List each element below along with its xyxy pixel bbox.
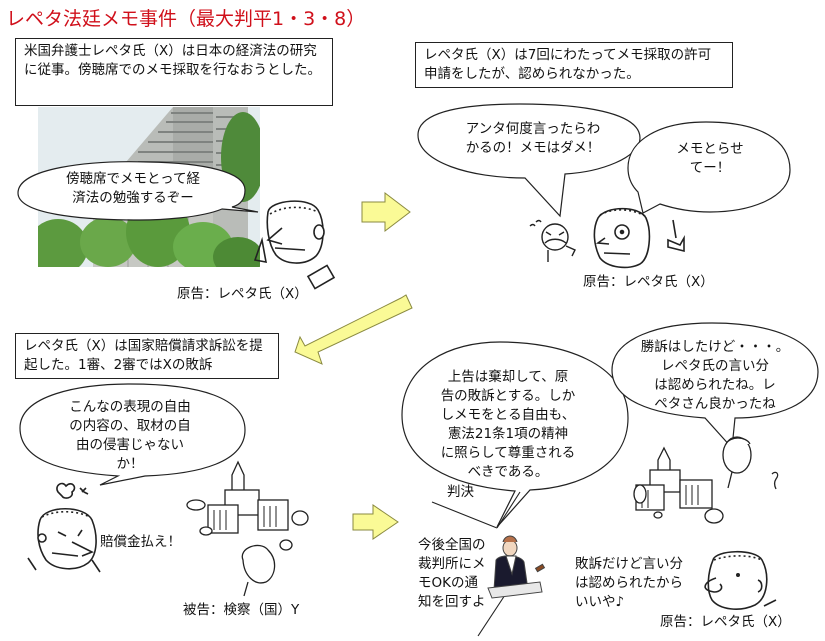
bubble-text-clerk: アンタ何度言ったらわ かるの！メモはダメ！ bbox=[465, 121, 601, 156]
bubble-text-plaintiff: メモとらせ てー！ bbox=[676, 141, 744, 176]
speech-bubble-judgment bbox=[401, 341, 629, 528]
speech-bubble-onlooker bbox=[611, 322, 819, 450]
arrow-right-bottom bbox=[352, 504, 399, 540]
plaintiff-face-p4 bbox=[704, 550, 777, 610]
judgment-label: 判決 bbox=[447, 484, 474, 500]
panel1-narration: 米国弁護士レペタ氏（X）は日本の経済法の研究に従事。傍聴席でのメモ採取を行なおう… bbox=[15, 38, 333, 106]
shout-text-p3: 賠償金払え！ bbox=[100, 534, 181, 550]
arrow-down-left bbox=[294, 294, 413, 365]
speech-bubble-p1 bbox=[17, 161, 259, 221]
plaintiff-text-p4: 敗訴だけど言い分 は認められたから いいや♪ bbox=[575, 556, 683, 610]
speech-bubble-p3 bbox=[19, 383, 246, 486]
arrow-right-top bbox=[361, 191, 411, 233]
bubble-text-p3: こんなの表現の自由 の内容の、取材の自 由の侵害じゃない か！ bbox=[69, 399, 191, 472]
clerk-face bbox=[529, 219, 576, 262]
bubble-text-judgment: 上告は棄却して、原 告の敗訴とする。しか しメモをとる自由も、 憲法21条1項の… bbox=[440, 369, 576, 480]
plaintiff-face-p3 bbox=[27, 482, 101, 573]
diet-building-p3 bbox=[186, 460, 309, 597]
plaintiff-face-p1 bbox=[253, 200, 336, 290]
judge-note: 今後全国の 裁判所にメ モOKの通 知を回すよ bbox=[418, 537, 486, 610]
bubble-text-onlooker: 勝訴はしたけど・・・。 レペタ氏の言い分 は認められたね。レ ペタさん良かったね bbox=[640, 339, 790, 412]
speech-bubble-clerk bbox=[417, 103, 641, 218]
caption-plaintiff-p4: 原告：レペタ氏（X） bbox=[660, 614, 791, 630]
plaintiff-face-p2 bbox=[593, 207, 685, 269]
panel3-narration: レペタ氏（X）は国家賠償請求訴訟を提起した。1審、2審ではXの敗訴 bbox=[15, 333, 279, 379]
panel2-narration: レペタ氏（X）は7回にわたってメモ採取の許可申請をしたが、認められなかった。 bbox=[415, 42, 733, 88]
diet-building-p4 bbox=[633, 436, 779, 524]
caption-plaintiff-p1: 原告：レペタ氏（X） bbox=[177, 286, 308, 302]
caption-plaintiff-p2: 原告：レペタ氏（X） bbox=[583, 274, 714, 290]
speech-bubble-plaintiff bbox=[627, 121, 791, 214]
judge-figure bbox=[487, 535, 546, 599]
caption-defendant: 被告：検察（国）Y bbox=[183, 602, 300, 618]
page-title: レペタ法廷メモ事件（最大判平1・3・8） bbox=[6, 8, 366, 30]
bubble-text-p1: 傍聴席でメモとって経 済法の勉強するぞー bbox=[66, 171, 200, 206]
